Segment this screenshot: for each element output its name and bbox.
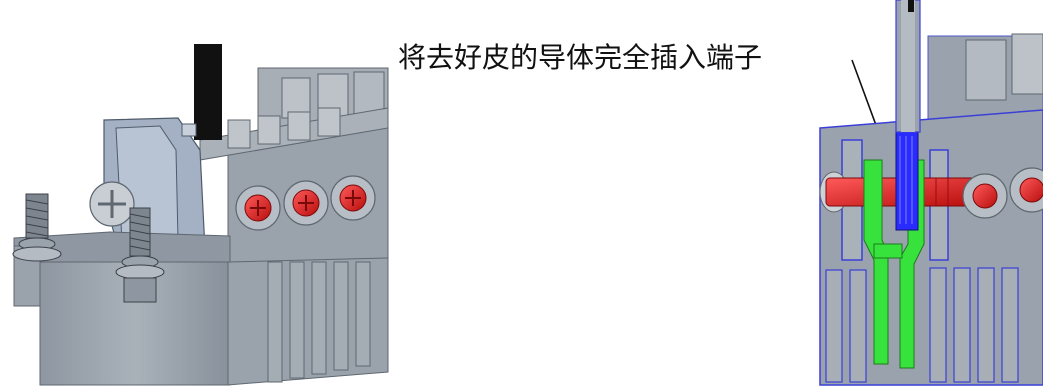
left-terminal-view <box>12 44 389 386</box>
conductor-wire <box>194 44 222 140</box>
screw-head-red <box>244 184 367 222</box>
threaded-bolt <box>12 193 165 303</box>
conductor-wire <box>895 129 919 231</box>
right-cross-section-view <box>819 0 1043 386</box>
instruction-caption: 将去好皮的导体完全插入端子 <box>398 41 763 74</box>
